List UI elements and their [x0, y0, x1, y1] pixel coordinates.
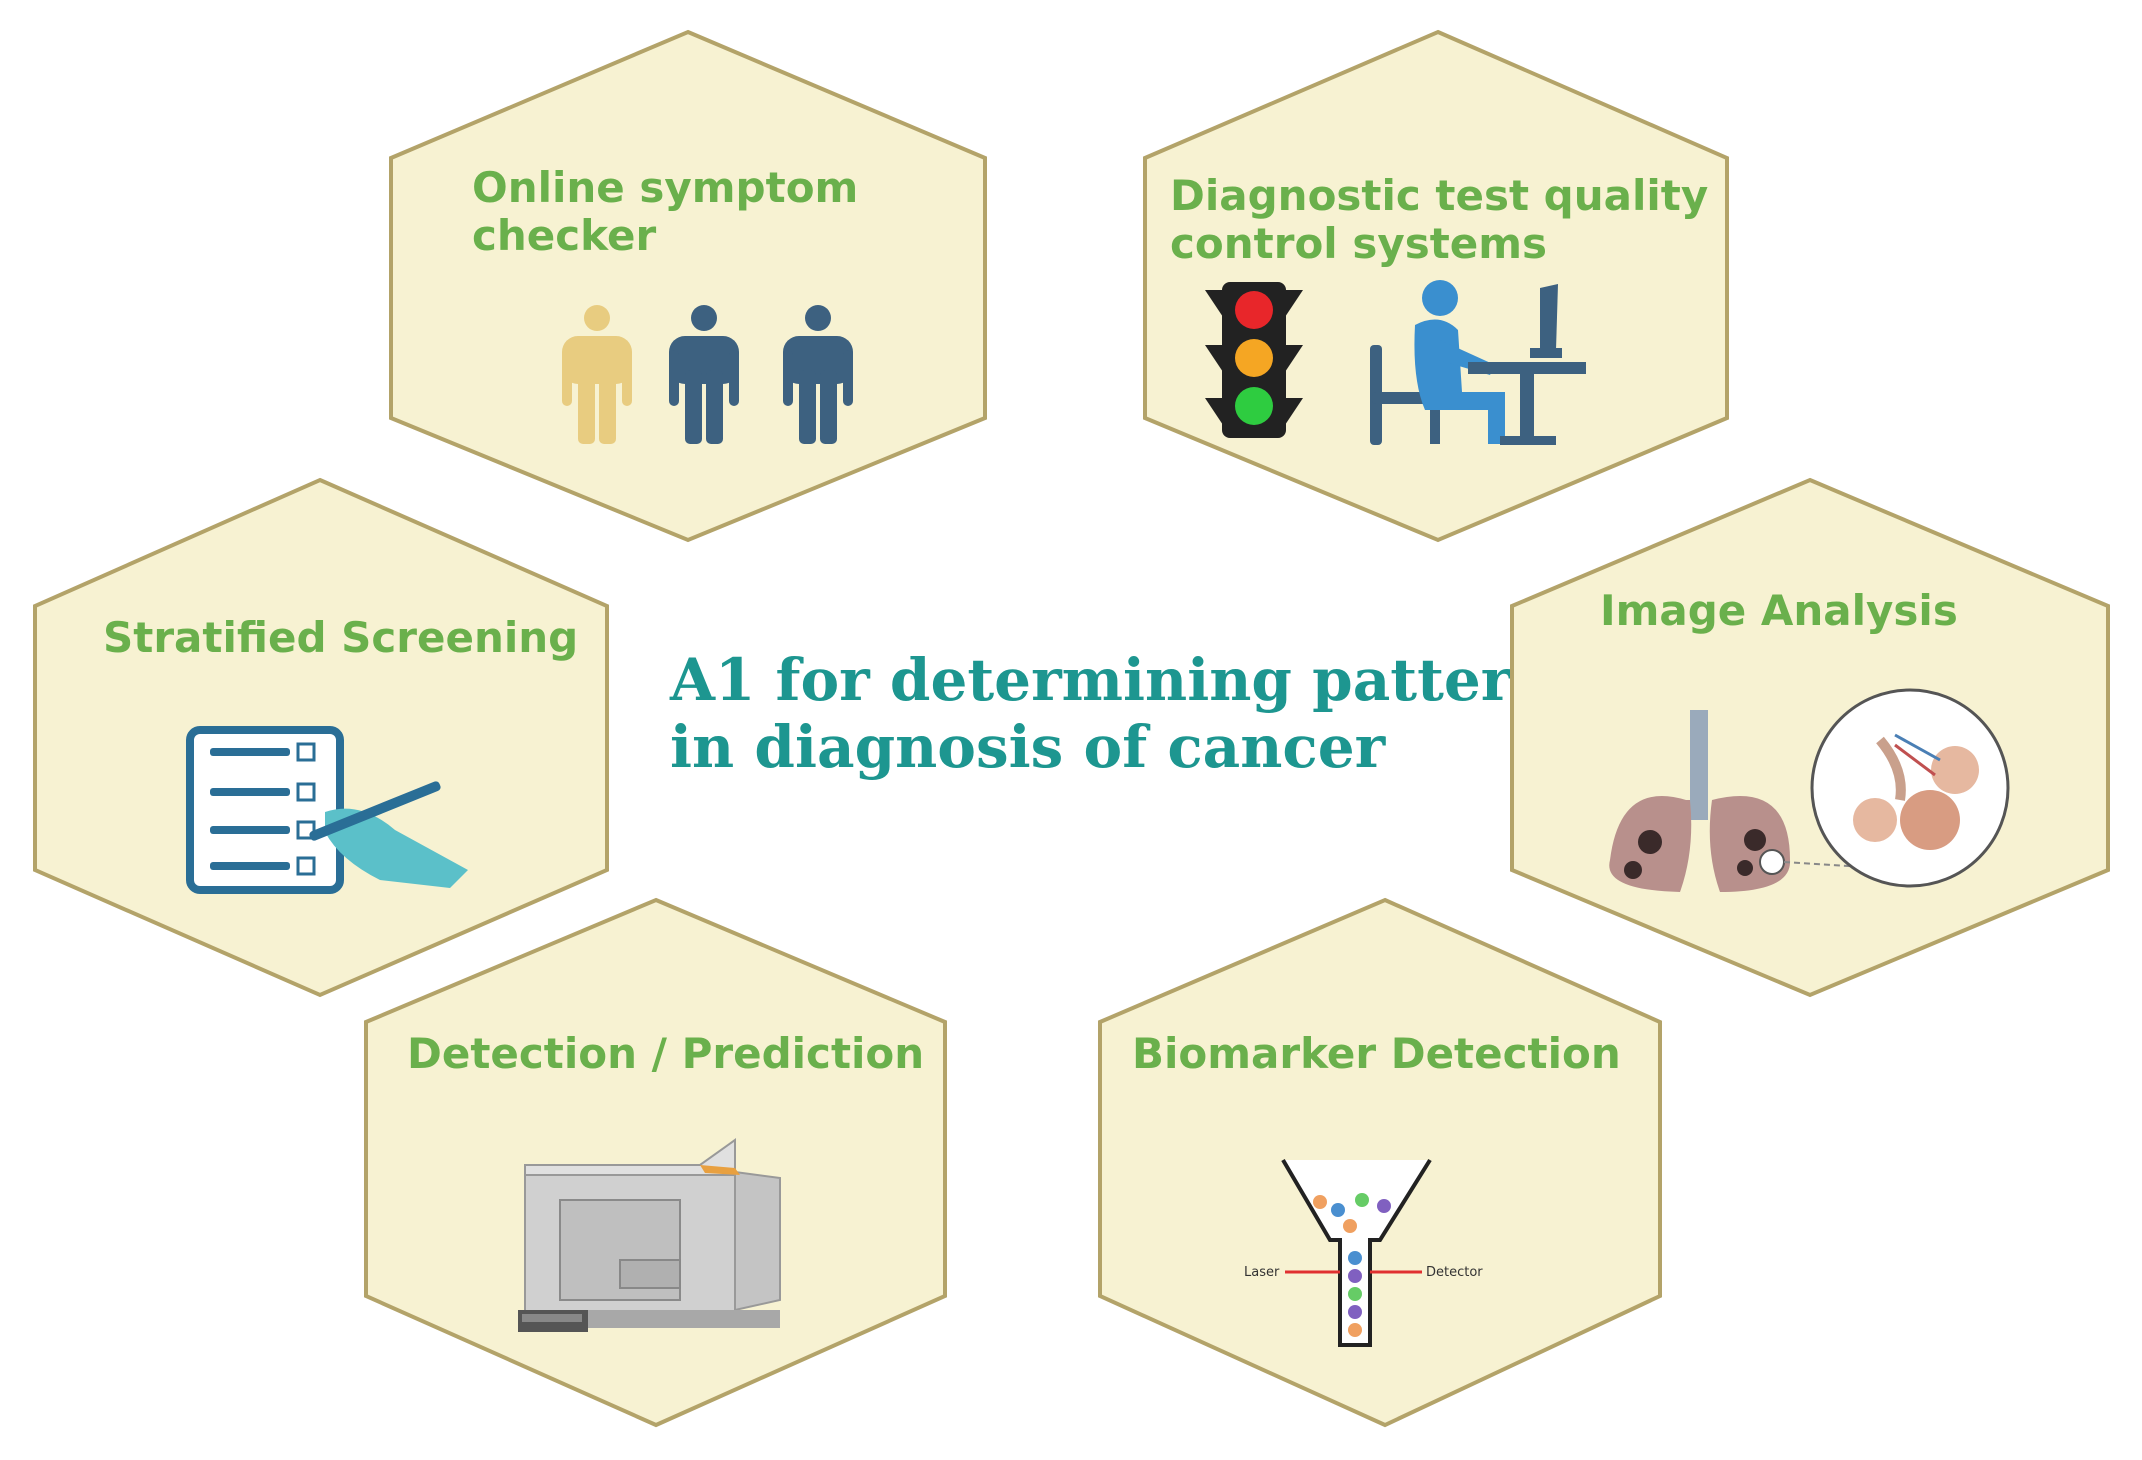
hex-stratified-screening: Stratified Screening — [33, 477, 609, 998]
hex-image-analysis: Image Analysis — [1510, 477, 2110, 998]
hex-title-line: checker — [472, 211, 656, 260]
sequencer-machine-icon — [518, 1138, 781, 1332]
people-icon — [562, 305, 853, 444]
hex-title-line: Online symptom — [472, 163, 858, 212]
hex-title-line: Diagnostic test quality — [1170, 171, 1708, 220]
traffic-light-icon — [1205, 282, 1303, 438]
lungs-icon — [1609, 688, 2010, 892]
checklist-icon — [186, 726, 468, 894]
hex-online-symptom-checker: Online symptom checker — [389, 29, 987, 543]
hex-biomarker-detection: Biomarker Detection Laser Detector — [1098, 897, 1662, 1428]
center-title: A1 for determining pattern in diagnosis … — [669, 646, 1554, 781]
hex-title-line: control systems — [1170, 219, 1547, 268]
laser-label: Laser — [1244, 1265, 1280, 1280]
hex-title-line: Image Analysis — [1600, 586, 1958, 635]
hex-shape — [364, 897, 947, 1428]
workstation-icon — [1370, 280, 1586, 445]
hex-shape — [389, 29, 987, 543]
detector-label: Detector — [1426, 1265, 1483, 1280]
hex-diagnostic-test-qc: Diagnostic test quality control systems — [1143, 29, 1729, 543]
hex-detection-prediction: Detection / Prediction — [364, 897, 947, 1428]
center-title-line-1: A1 for determining pattern — [669, 646, 1554, 714]
center-title-line-2: in diagnosis of cancer — [670, 713, 1387, 781]
hex-title-line: Stratified Screening — [103, 613, 578, 662]
hex-shape — [1510, 477, 2110, 998]
hex-title-line: Detection / Prediction — [407, 1029, 924, 1078]
flow-cytometry-icon: Laser Detector — [1244, 1158, 1483, 1347]
hex-title-line: Biomarker Detection — [1132, 1029, 1621, 1078]
